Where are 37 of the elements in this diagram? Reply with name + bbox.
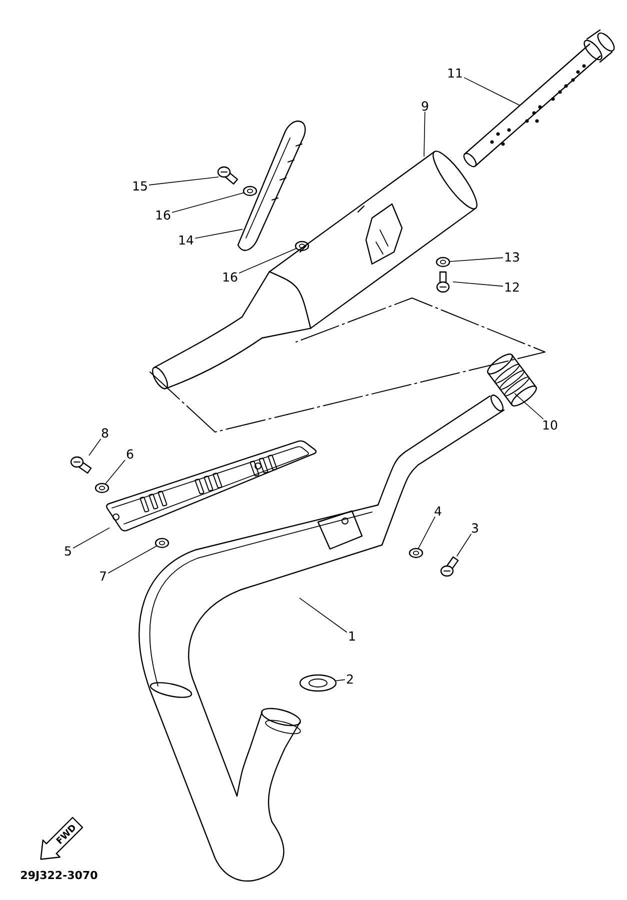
callout-number: 15 xyxy=(133,181,147,191)
leader-line xyxy=(456,534,472,556)
callout-number: 8 xyxy=(102,428,108,438)
callout-number: 7 xyxy=(100,571,106,581)
leader-line xyxy=(336,679,346,682)
tailpipe-drawing xyxy=(463,29,615,168)
callout-number: 12 xyxy=(505,282,519,292)
part-number: 29J322-3070 xyxy=(21,870,98,882)
callout-number: 13 xyxy=(505,252,519,262)
leader-line xyxy=(424,112,426,157)
leader-line xyxy=(514,393,544,420)
leader-line xyxy=(299,598,348,633)
washer xyxy=(94,482,110,494)
callout-number: 11 xyxy=(448,68,462,78)
muffler-drawing xyxy=(152,150,478,390)
leader-line xyxy=(148,176,219,186)
callout-number: 9 xyxy=(422,101,428,111)
bolt xyxy=(70,456,92,474)
leader-line xyxy=(418,516,436,549)
heat-shield-drawing xyxy=(106,440,317,532)
joint-drawing xyxy=(487,354,537,406)
leader-line xyxy=(88,438,102,456)
heat-shield-drawing xyxy=(237,120,306,251)
callout-number: 10 xyxy=(543,420,558,430)
leader-line xyxy=(72,528,110,548)
leader-line xyxy=(464,77,520,106)
leader-line xyxy=(452,282,504,287)
exhaust-pipe-drawing xyxy=(138,394,505,882)
leader-line xyxy=(172,192,244,213)
callout-number: 5 xyxy=(64,546,71,556)
callout-number: 6 xyxy=(126,449,134,459)
leader-line xyxy=(108,546,157,574)
leader-line xyxy=(105,460,126,484)
leader-line xyxy=(450,257,504,262)
leader-line xyxy=(238,248,296,274)
leader-line xyxy=(194,228,243,239)
bolt xyxy=(436,271,450,293)
